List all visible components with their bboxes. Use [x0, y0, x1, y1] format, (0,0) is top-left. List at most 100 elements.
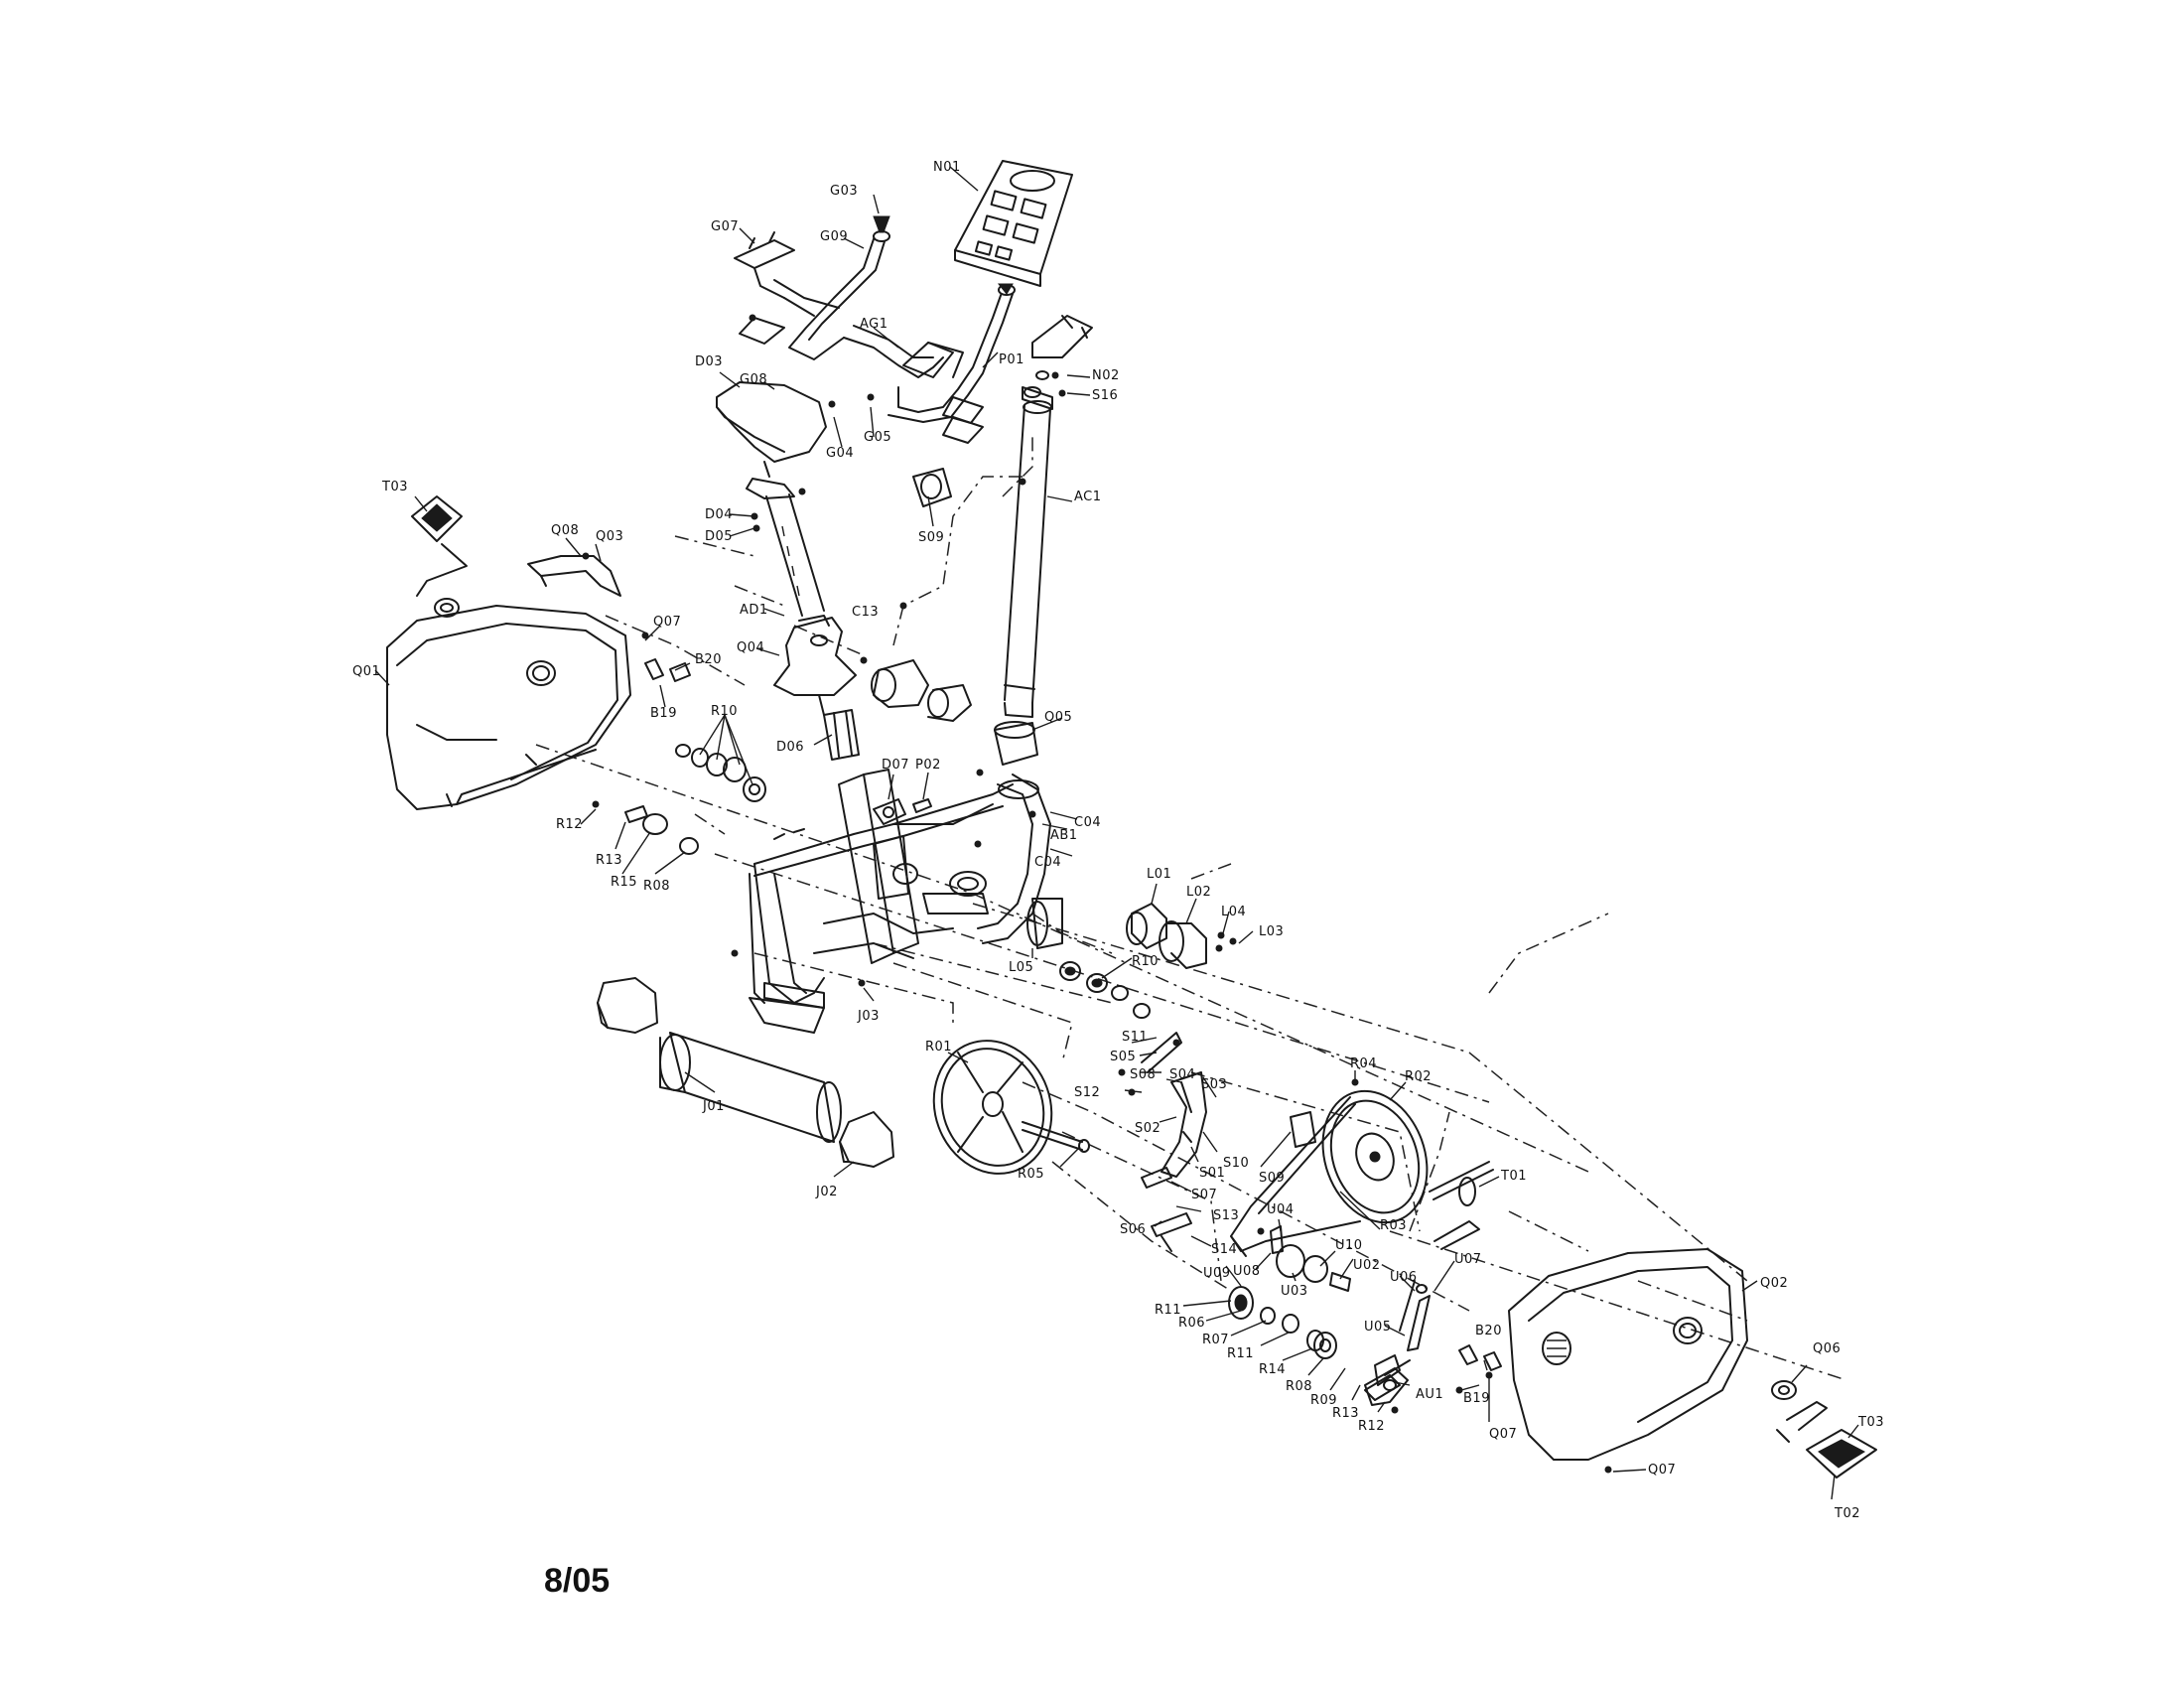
- right-cover-q02: [1458, 1248, 1877, 1478]
- label-r11-upper: R11: [1155, 1303, 1181, 1318]
- bearings-and-magnet: [624, 468, 1207, 1019]
- label-u07: U07: [1454, 1252, 1482, 1267]
- label-n02: N02: [1092, 368, 1120, 383]
- label-s08: S08: [1130, 1067, 1156, 1082]
- label-r13-left: R13: [596, 853, 622, 868]
- label-r04: R04: [1350, 1056, 1377, 1071]
- label-ad1: AD1: [740, 603, 768, 618]
- label-s11: S11: [1122, 1030, 1148, 1045]
- label-r12-left: R12: [556, 817, 583, 832]
- label-s09-lower: S09: [1259, 1171, 1285, 1186]
- label-t03-right: T03: [1857, 1415, 1884, 1430]
- leader-lines: [374, 166, 1859, 1500]
- label-r11-lower: R11: [1227, 1346, 1254, 1361]
- left-cover-q01: [386, 495, 691, 810]
- label-q04: Q04: [737, 640, 764, 655]
- label-g05: G05: [864, 430, 891, 445]
- label-r02: R02: [1405, 1069, 1432, 1084]
- drive-pulley-r02: [1230, 1089, 1494, 1257]
- label-q07-bottom: Q07: [1648, 1463, 1676, 1478]
- label-r08-left: R08: [643, 879, 670, 894]
- label-q06: Q06: [1813, 1341, 1841, 1356]
- label-u02: U02: [1353, 1258, 1381, 1273]
- label-g08: G08: [740, 372, 767, 387]
- label-t03-left: T03: [381, 480, 408, 494]
- label-s10: S10: [1223, 1156, 1249, 1171]
- label-r03: R03: [1380, 1218, 1407, 1233]
- console-n01: [954, 160, 1073, 287]
- label-ag1: AG1: [860, 317, 888, 332]
- label-q08: Q08: [551, 523, 579, 538]
- label-s09-top: S09: [918, 530, 944, 545]
- label-g03: G03: [830, 184, 858, 199]
- label-d03: D03: [695, 354, 723, 369]
- label-b20-right: B20: [1475, 1324, 1502, 1338]
- console-mast-ac1: [1004, 315, 1093, 718]
- label-p02: P02: [915, 758, 941, 773]
- label-s05: S05: [1110, 1050, 1136, 1064]
- label-s16: S16: [1092, 388, 1118, 403]
- label-q02: Q02: [1760, 1276, 1788, 1291]
- label-l05: L05: [1009, 960, 1033, 975]
- label-s13: S13: [1213, 1208, 1239, 1223]
- label-l03: L03: [1259, 924, 1284, 939]
- label-l01: L01: [1147, 867, 1171, 882]
- label-s04: S04: [1169, 1067, 1195, 1082]
- label-r15: R15: [611, 875, 637, 890]
- label-g09: G09: [820, 229, 848, 244]
- label-r10-right: R10: [1132, 954, 1159, 969]
- label-d05: D05: [705, 529, 733, 544]
- label-s12: S12: [1074, 1085, 1100, 1100]
- label-d04: D04: [705, 507, 733, 522]
- label-q05: Q05: [1044, 710, 1072, 725]
- label-q07-left: Q07: [653, 615, 681, 630]
- label-r07: R07: [1202, 1333, 1229, 1347]
- label-c04-upper: C04: [1074, 815, 1101, 830]
- label-n01: N01: [933, 160, 961, 175]
- hardware-dots: [582, 314, 1612, 1474]
- label-u05: U05: [1364, 1320, 1392, 1335]
- handlebar-assembly: [734, 215, 1016, 444]
- label-u04: U04: [1267, 1202, 1295, 1217]
- label-q07-right: Q07: [1489, 1427, 1517, 1442]
- label-au1: AU1: [1416, 1387, 1443, 1402]
- label-c04-lower: C04: [1034, 855, 1061, 870]
- label-l02: L02: [1186, 885, 1211, 900]
- main-frame-ab1: [749, 769, 1051, 1009]
- label-r01: R01: [925, 1040, 952, 1055]
- label-u06: U06: [1390, 1270, 1418, 1285]
- label-p01: P01: [999, 352, 1024, 367]
- label-b19-left: B19: [650, 706, 677, 721]
- label-r09: R09: [1310, 1393, 1337, 1408]
- date-code: 8/05: [544, 1562, 610, 1600]
- label-q03: Q03: [596, 529, 623, 544]
- flywheel-r01: [932, 1040, 1090, 1175]
- label-s03: S03: [1201, 1077, 1227, 1092]
- label-u08: U08: [1233, 1264, 1261, 1279]
- label-r12-right: R12: [1358, 1419, 1385, 1434]
- label-ab1: AB1: [1050, 828, 1078, 843]
- label-r06: R06: [1178, 1316, 1205, 1331]
- assembly-axes: [535, 437, 1847, 1381]
- label-u03: U03: [1281, 1284, 1308, 1299]
- label-c13: C13: [852, 605, 879, 620]
- label-r13-right: R13: [1332, 1406, 1359, 1421]
- label-r10-left: R10: [711, 704, 738, 719]
- label-d07: D07: [882, 758, 909, 773]
- label-l04: L04: [1221, 905, 1246, 919]
- label-u09: U09: [1203, 1266, 1231, 1281]
- stabilizer-j01: [597, 977, 894, 1168]
- label-d06: D06: [776, 740, 804, 755]
- label-j03: J03: [857, 1009, 880, 1024]
- label-j02: J02: [815, 1185, 838, 1199]
- label-s14: S14: [1211, 1242, 1237, 1257]
- label-q01: Q01: [352, 664, 380, 679]
- idler-assembly: [1228, 1225, 1431, 1406]
- seat-assembly: [716, 381, 860, 761]
- label-r05: R05: [1018, 1167, 1044, 1182]
- label-r14: R14: [1259, 1362, 1286, 1377]
- label-ac1: AC1: [1074, 490, 1102, 504]
- label-b20-left: B20: [695, 652, 722, 667]
